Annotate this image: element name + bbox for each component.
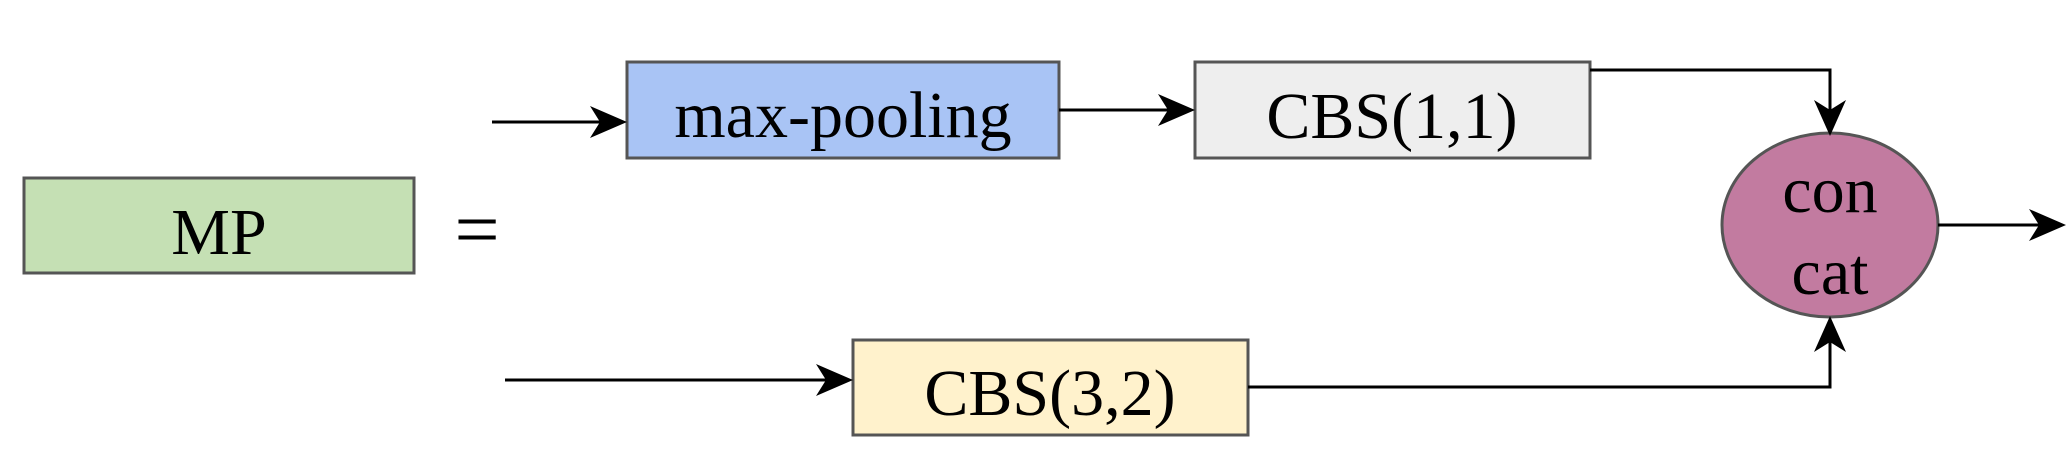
- cbs-1-1-label: CBS(1,1): [1266, 80, 1517, 153]
- max-pooling-label: max-pooling: [674, 79, 1011, 152]
- cbs-3-2-label: CBS(3,2): [924, 357, 1175, 430]
- cbs-3-2-to-concat-line: [1248, 341, 1832, 389]
- mp-label: MP: [171, 196, 266, 269]
- concat-output-arrowhead: [2029, 209, 2066, 241]
- connectors: [492, 68, 2066, 396]
- cbs-3-2-to-concat-arrowhead: [1814, 316, 1846, 352]
- mp-block-rect: [22, 176, 416, 275]
- input-to-max-pooling-arrowhead: [590, 106, 627, 138]
- equals-sign: =: [454, 186, 499, 274]
- cbs-1-1-to-concat-arrowhead: [1814, 100, 1846, 136]
- cbs-3-2-block: CBS(3,2): [851, 338, 1250, 437]
- concat-label-line1: con: [1782, 154, 1877, 227]
- concat-label-line2: cat: [1792, 236, 1869, 309]
- mp-block: MP: [22, 176, 416, 275]
- max-pooling-rect: [625, 60, 1061, 160]
- cbs-1-1-block: CBS(1,1): [1193, 60, 1592, 160]
- input-to-cbs-3-2-arrowhead: [816, 364, 853, 396]
- max-pooling-block: max-pooling: [625, 60, 1061, 160]
- cbs-1-1-rect: [1193, 60, 1592, 160]
- concat-node: con cat: [1720, 131, 1940, 319]
- cbs-1-1-to-concat-line: [1590, 68, 1832, 110]
- max-pooling-to-cbs-arrowhead: [1158, 94, 1195, 126]
